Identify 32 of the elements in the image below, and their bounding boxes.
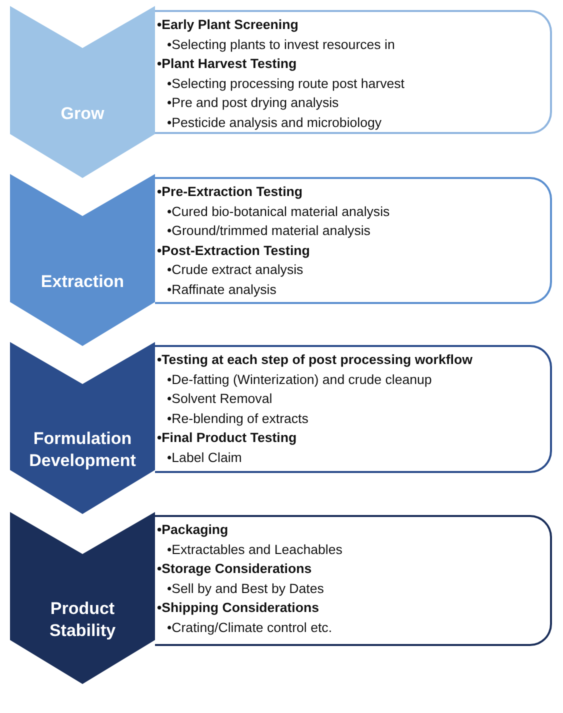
stage-label: Product Stability — [48, 598, 117, 642]
list-item: •Sell by and Best by Dates — [167, 580, 325, 598]
description-box — [155, 177, 552, 304]
stage-label: Formulation Development — [28, 428, 137, 472]
section-heading: •Testing at each step of post processing workflow — [157, 351, 474, 369]
list-item: •Selecting processing route post harvest — [167, 74, 406, 93]
section-heading: •Final Product Testing — [157, 429, 298, 448]
stage-label: Grow — [60, 103, 104, 125]
section-heading: •Pre-Extraction Testing — [157, 183, 304, 201]
section-heading: •Plant Harvest Testing — [157, 55, 298, 74]
list-item: •De-fatting (Winterization) and crude cleanup — [167, 370, 433, 389]
list-item: •Extractables and Leachables — [167, 540, 344, 559]
description-box — [155, 10, 552, 134]
list-item: •Ground/trimmed material analysis — [167, 222, 372, 240]
list-item: •Label Claim — [167, 448, 243, 467]
section-heading: •Early Plant Screening — [157, 16, 300, 34]
list-item: •Crude extract analysis — [167, 261, 304, 280]
section-heading: •Packaging — [157, 521, 230, 539]
list-item: •Re-blending of extracts — [167, 410, 310, 428]
list-item: •Cured bio-botanical material analysis — [167, 202, 391, 221]
section-heading: •Post-Extraction Testing — [157, 242, 311, 260]
stage-label: Extraction — [40, 271, 124, 293]
section-heading: •Shipping Considerations — [157, 599, 320, 618]
list-item: •Selecting plants to invest resources in — [167, 36, 396, 54]
list-item: •Crating/Climate control etc. — [167, 618, 334, 637]
section-heading: •Storage Considerations — [157, 560, 313, 578]
list-item: •Pesticide analysis and microbiology — [167, 114, 383, 132]
description-box — [155, 345, 552, 473]
description-box — [155, 515, 552, 646]
list-item: •Pre and post drying analysis — [167, 94, 340, 112]
list-item: •Raffinate analysis — [167, 280, 278, 299]
list-item: •Solvent Removal — [167, 390, 274, 408]
